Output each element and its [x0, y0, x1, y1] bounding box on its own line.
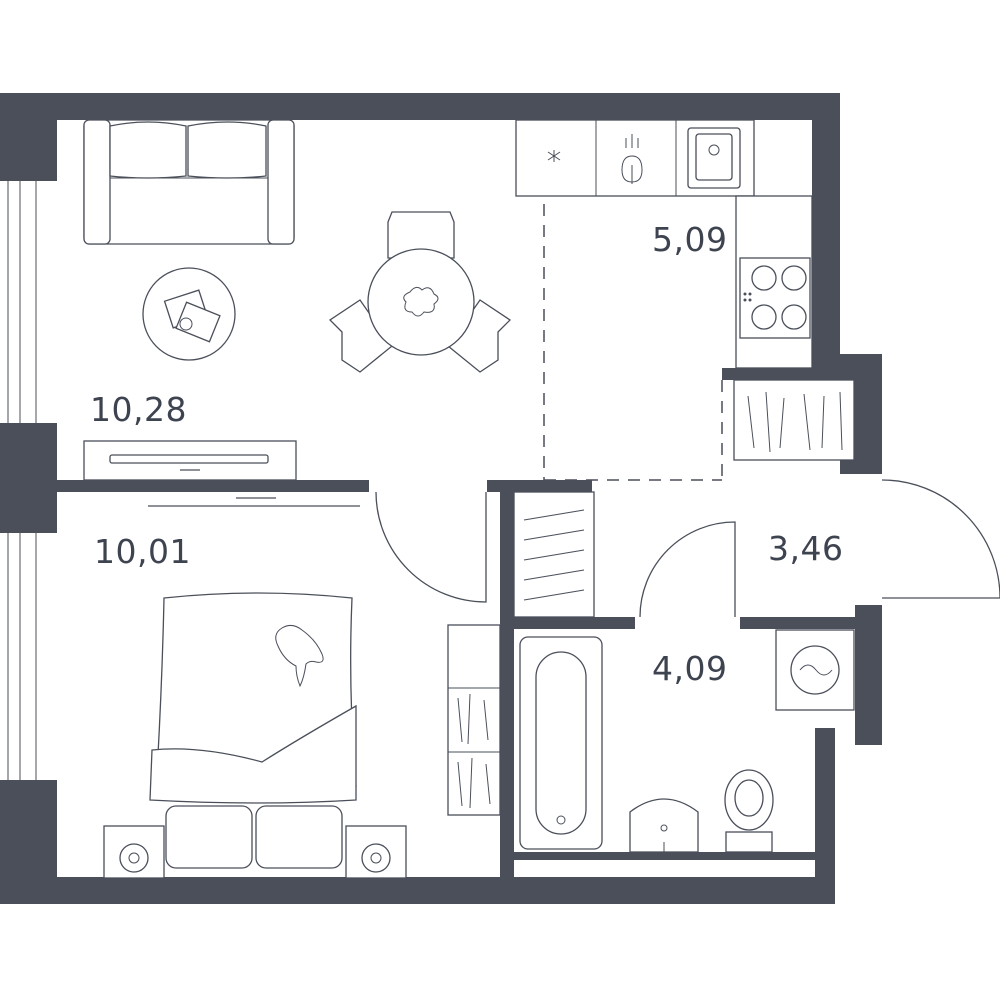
doors [375, 479, 1000, 618]
nightstand-right-icon [345, 825, 407, 879]
dining-table-icon [328, 211, 512, 373]
room-area-living: 10,28 [90, 390, 187, 429]
entrance-door [881, 479, 1000, 599]
hall-wardrobe-icon [733, 379, 855, 461]
toilet-icon [724, 769, 774, 853]
coffee-table-icon [142, 267, 236, 361]
area-labels: 10,28 5,09 10,01 3,46 4,09 [90, 220, 843, 688]
bedroom-door [375, 491, 487, 603]
kitchen-counter-icon [515, 119, 755, 197]
sink-icon [629, 798, 699, 853]
room-area-hall: 3,46 [768, 529, 843, 568]
bathroom-door [639, 521, 736, 618]
walls [0, 93, 882, 904]
wall-tv-icon [148, 497, 360, 507]
nightstand-left-icon [103, 825, 165, 879]
room-area-bedroom: 10,01 [94, 532, 191, 571]
bed-icon [149, 592, 357, 869]
room-area-kitchen: 5,09 [652, 220, 727, 259]
room-area-bathroom: 4,09 [652, 649, 727, 688]
sofa-icon [83, 119, 295, 245]
bathtub-icon [519, 636, 603, 850]
tv-unit-icon [83, 440, 297, 481]
bedroom-wardrobe-icon [447, 624, 501, 816]
storage-closet-icon [513, 491, 595, 618]
stove-icon [735, 195, 813, 369]
washing-machine-icon [775, 629, 855, 711]
windows [7, 181, 37, 780]
kitchen-zone-boundary [543, 120, 723, 481]
